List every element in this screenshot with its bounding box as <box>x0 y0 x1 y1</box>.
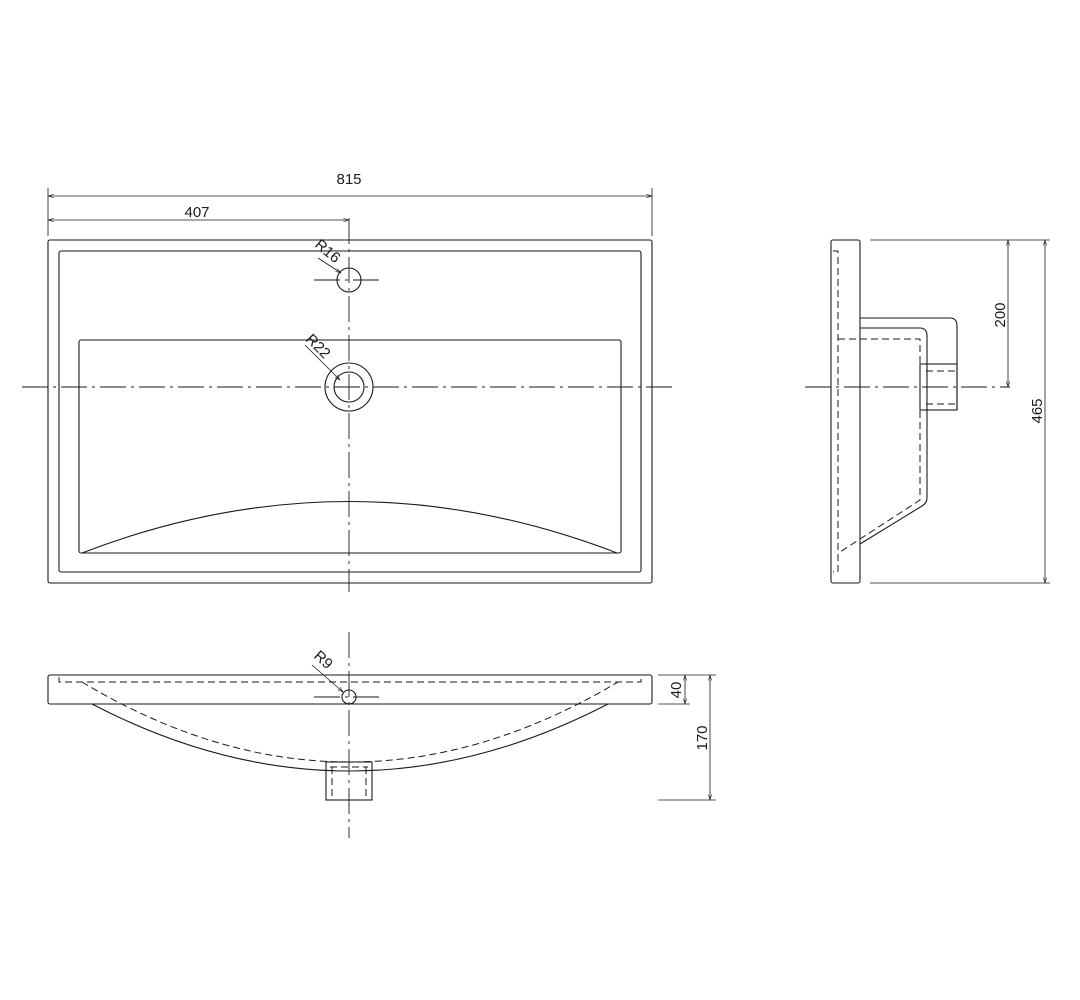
front-bowl-hidden <box>81 681 619 763</box>
outer-rim <box>47 239 653 584</box>
front-view: R9 40 170 <box>47 632 716 838</box>
r16-label: R16 <box>311 236 343 267</box>
top-view: R16 R22 815 407 <box>22 171 676 592</box>
inner-rim <box>58 250 642 573</box>
side-bowl-hidden <box>838 338 921 553</box>
r16-leader <box>317 257 341 273</box>
front-pipe-hidden <box>330 766 368 800</box>
side-rim <box>830 239 861 584</box>
side-bowl-inner <box>859 327 928 545</box>
dim-465-label: 465 <box>1029 398 1046 423</box>
r9-leader <box>311 664 343 692</box>
r22-leader <box>304 344 340 380</box>
basin-outline <box>78 339 622 554</box>
side-pipe-hidden <box>926 370 957 405</box>
dim-815-label: 815 <box>336 171 361 188</box>
basin-slope-curve <box>81 500 618 554</box>
front-hidden-rim <box>58 677 642 683</box>
front-bowl-outer <box>91 703 609 772</box>
side-bowl-outer <box>860 317 958 410</box>
dim-40-label: 40 <box>668 682 685 699</box>
drain-inner-circle <box>333 371 365 403</box>
side-hidden-rim <box>833 250 839 573</box>
side-drain-pipe <box>919 363 958 411</box>
dim-407-label: 407 <box>184 204 209 221</box>
drain-outer-circle <box>324 362 374 412</box>
front-rim <box>47 674 653 705</box>
dim-170-label: 170 <box>694 725 711 750</box>
r9-label: R9 <box>310 647 336 672</box>
r22-label: R22 <box>302 331 333 362</box>
dim-200-label: 200 <box>992 302 1009 327</box>
side-view: 200 465 <box>805 240 1050 583</box>
